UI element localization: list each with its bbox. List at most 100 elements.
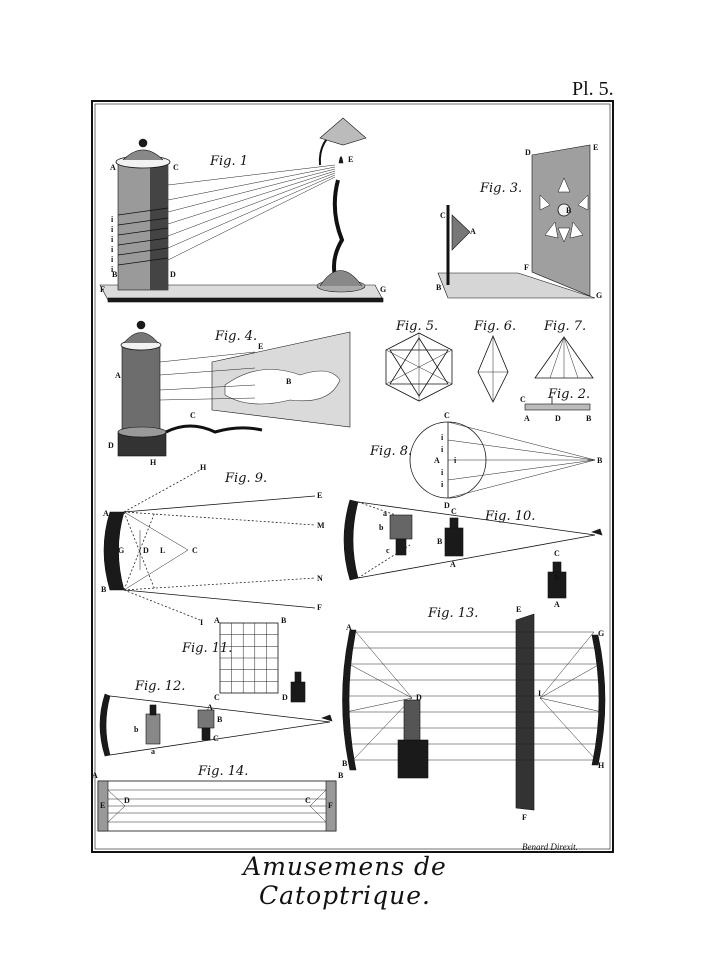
svg-text:A: A: [554, 600, 560, 609]
plate-border: [91, 100, 614, 853]
svg-text:D: D: [282, 693, 288, 702]
svg-text:C: C: [214, 693, 220, 702]
svg-text:N: N: [317, 574, 323, 583]
svg-text:C: C: [554, 549, 560, 558]
svg-text:b: b: [134, 725, 139, 734]
svg-text:M: M: [317, 521, 325, 530]
svg-text:C: C: [192, 546, 198, 555]
svg-text:G: G: [596, 291, 602, 300]
svg-text:a: a: [383, 509, 387, 518]
svg-text:c: c: [386, 546, 390, 555]
figure-10: Fig. 10. a b c C B A C B A: [343, 499, 603, 609]
svg-text:A: A: [110, 163, 116, 172]
svg-text:B: B: [437, 537, 443, 546]
fig1-mirror-slats: [117, 207, 169, 266]
figure-2: Fig. 2. C A D B: [520, 387, 592, 423]
svg-text:I: I: [538, 689, 541, 698]
svg-text:D: D: [143, 546, 149, 555]
svg-text:D: D: [416, 693, 422, 702]
svg-text:C: C: [190, 411, 196, 420]
svg-text:i: i: [111, 265, 114, 274]
svg-text:C: C: [451, 507, 457, 516]
plate-inner-border: [94, 103, 611, 850]
svg-text:E: E: [100, 801, 105, 810]
svg-text:D: D: [555, 414, 561, 423]
fig10-label: Fig. 10.: [484, 509, 535, 524]
svg-text:A: A: [524, 414, 530, 423]
figure-12: Fig. 12. A B C b a: [99, 679, 333, 757]
svg-text:B: B: [586, 414, 592, 423]
svg-text:A: A: [434, 456, 440, 465]
svg-text:B: B: [217, 715, 223, 724]
figure-7: Fig. 7.: [534, 319, 594, 379]
fig3-label: Fig. 3.: [479, 181, 522, 196]
svg-text:B: B: [342, 759, 348, 768]
svg-text:E: E: [593, 143, 598, 152]
fig1-rays: [167, 164, 336, 261]
fig11-label: Fig. 11.: [181, 641, 232, 656]
svg-text:D: D: [124, 796, 130, 805]
fig2-label: Fig. 2.: [547, 387, 590, 402]
svg-text:a: a: [151, 747, 155, 756]
fig13-label: Fig. 13.: [427, 606, 478, 621]
svg-text:E: E: [348, 155, 353, 164]
svg-text:A: A: [207, 703, 213, 712]
svg-text:C: C: [213, 734, 219, 743]
svg-text:i: i: [111, 235, 114, 244]
svg-text:A: A: [214, 616, 220, 625]
svg-text:B: B: [338, 771, 344, 780]
svg-text:B: B: [281, 616, 287, 625]
fig5-label: Fig. 5.: [395, 319, 438, 334]
svg-text:D: D: [525, 148, 531, 157]
figure-13: Fig. 13. E A G D: [342, 605, 606, 822]
svg-text:C: C: [173, 163, 179, 172]
svg-text:i: i: [441, 445, 444, 454]
figure-11: Fig. 11. A B C D: [181, 616, 306, 703]
svg-text:i: i: [111, 225, 114, 234]
svg-text:i: i: [441, 468, 444, 477]
svg-text:B: B: [554, 573, 560, 582]
svg-text:B: B: [112, 270, 118, 279]
svg-text:i: i: [111, 245, 114, 254]
svg-text:F: F: [317, 603, 322, 612]
svg-text:B: B: [597, 456, 603, 465]
fig14-label: Fig. 14.: [197, 764, 248, 779]
svg-text:H: H: [200, 463, 207, 472]
svg-text:L: L: [160, 546, 165, 555]
svg-text:C: C: [520, 395, 526, 404]
svg-text:G: G: [380, 285, 386, 294]
svg-text:H: H: [150, 458, 157, 467]
svg-text:i: i: [111, 215, 114, 224]
svg-text:C: C: [444, 411, 450, 420]
fig6-label: Fig. 6.: [473, 319, 516, 334]
svg-text:i: i: [111, 255, 114, 264]
svg-text:G: G: [118, 546, 124, 555]
fig13-converging-rays: [345, 631, 603, 761]
fig12-label: Fig. 12.: [134, 679, 185, 694]
figure-9: Fig. 9. H A E M G D L C N B F I: [101, 463, 325, 627]
figure-3: Fig. 3. D E C A B B F G: [436, 143, 602, 300]
svg-text:F: F: [524, 263, 529, 272]
svg-text:B: B: [566, 206, 572, 215]
svg-text:I: I: [200, 618, 203, 627]
svg-text:F: F: [522, 813, 527, 822]
figure-4: Fig. 4. E A B C D H: [108, 320, 351, 467]
figure-5: Fig. 5.: [385, 319, 453, 402]
figure-8: Fig. 8. C A B D i i i i i: [369, 411, 603, 510]
svg-text:A: A: [92, 771, 98, 780]
svg-text:B: B: [436, 283, 442, 292]
fig13-parallel-rays: [346, 631, 602, 761]
fig4-label: Fig. 4.: [214, 329, 257, 344]
figure-14: Fig. 14. A B E D C F: [92, 764, 344, 832]
svg-text:F: F: [100, 285, 105, 294]
svg-text:b: b: [379, 523, 384, 532]
svg-text:E: E: [258, 342, 263, 351]
plate-title: Amusemens de Catoptrique.: [243, 852, 447, 910]
svg-text:D: D: [108, 441, 114, 450]
svg-text:E: E: [516, 605, 521, 614]
svg-text:F: F: [328, 801, 333, 810]
fig8-label: Fig. 8.: [369, 444, 412, 459]
svg-text:B: B: [101, 585, 107, 594]
svg-text:B: B: [286, 377, 292, 386]
